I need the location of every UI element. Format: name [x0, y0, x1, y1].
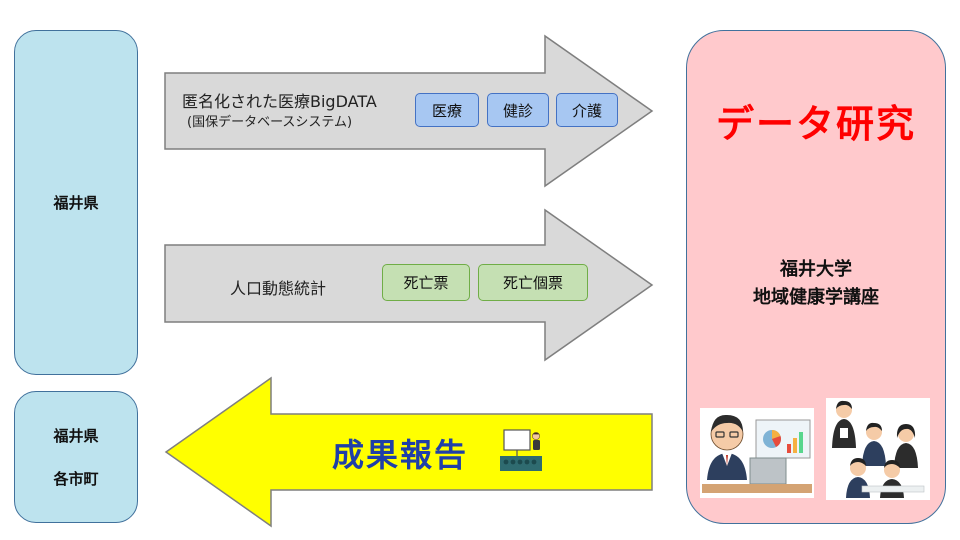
fukui-prefecture-label: 福井県	[53, 194, 99, 212]
chip-individual-death-record: 死亡個票	[478, 264, 588, 301]
medical-bigdata-title: 匿名化された医療BigDATA	[182, 92, 377, 111]
department-name: 地域健康学講座	[753, 287, 879, 308]
chip-nursing-care: 介護	[556, 93, 618, 127]
municipalities-label: 各市町	[53, 470, 99, 488]
research-team-illustration	[826, 398, 930, 500]
presentation-icon	[500, 429, 542, 471]
fukui-prefecture-label-2: 福井県	[53, 427, 99, 445]
vital-statistics-title: 人口動態統計	[230, 279, 327, 298]
university-name: 福井大学	[780, 259, 852, 280]
researcher-laptop-illustration	[700, 408, 814, 498]
arrow-top	[164, 34, 654, 188]
results-report-label: 成果報告	[332, 436, 469, 474]
chip-death-certificate: 死亡票	[382, 264, 470, 301]
chip-medical: 医療	[415, 93, 479, 127]
data-research-title: データ研究	[715, 102, 916, 146]
fukui-municipalities-panel: 福井県 各市町	[14, 391, 138, 523]
arrow-bottom	[164, 376, 653, 528]
kdb-system-subtitle: (国保データベースシステム)	[187, 115, 353, 130]
chip-health-checkup: 健診	[487, 93, 549, 127]
fukui-prefecture-panel: 福井県	[14, 30, 138, 375]
